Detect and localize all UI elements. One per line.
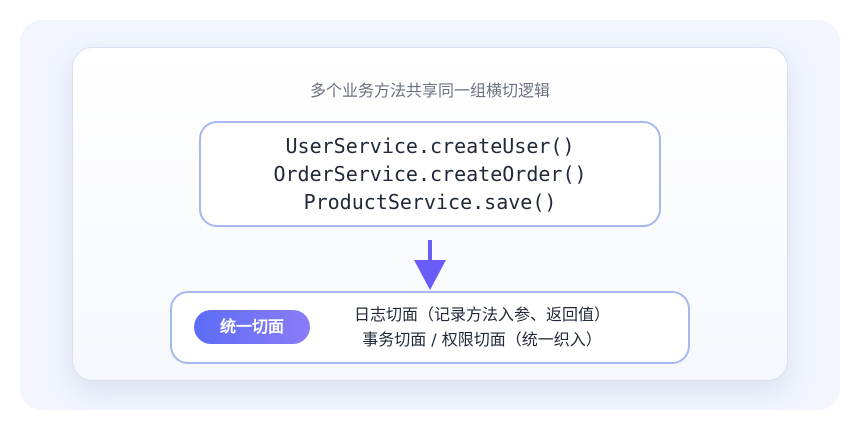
aspect-description: 日志切面（记录方法入参、返回值） 事务切面 / 权限切面（统一织入）: [322, 302, 642, 352]
aspect-box: 统一切面 日志切面（记录方法入参、返回值） 事务切面 / 权限切面（统一织入）: [170, 291, 690, 364]
method-order-service: OrderService.createOrder(): [273, 162, 587, 186]
aspect-line-logging: 日志切面（记录方法入参、返回值）: [353, 305, 610, 324]
aspect-line-transaction: 事务切面 / 权限切面（统一织入）: [362, 330, 602, 349]
diagram-caption: 多个业务方法共享同一组横切逻辑: [309, 81, 550, 100]
business-methods-box: UserService.createUser() OrderService.cr…: [199, 121, 661, 227]
method-product-service: ProductService.save(): [303, 190, 557, 214]
down-arrow-icon: [414, 240, 446, 290]
unified-aspect-badge: 统一切面: [194, 310, 310, 344]
method-user-service: UserService.createUser(): [285, 134, 575, 158]
